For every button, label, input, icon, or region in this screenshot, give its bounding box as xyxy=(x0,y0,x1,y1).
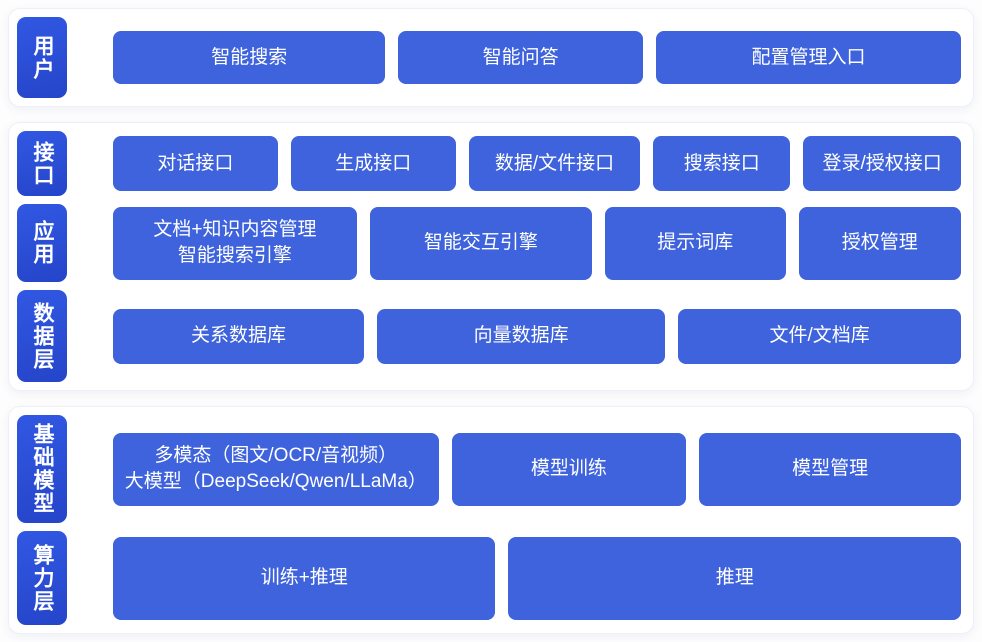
model-compute-card: 基础模型 多模态（图文/OCR/音视频） 大模型（DeepSeek/Qwen/L… xyxy=(8,406,974,634)
tab-foundation-model-layer: 基础模型 xyxy=(17,415,67,523)
user-layer-card: 用户 智能搜索 智能问答 配置管理入口 xyxy=(8,8,974,107)
layer-row-interface: 接口 对话接口 生成接口 数据/文件接口 搜索接口 登录/授权接口 xyxy=(17,131,961,196)
tab-data-layer: 数据层 xyxy=(17,290,67,382)
node-intelligent-search: 智能搜索 xyxy=(113,31,386,84)
layer-row-application: 应用 文档+知识内容管理 智能搜索引擎 智能交互引擎 提示词库 授权管理 xyxy=(17,204,961,282)
node-config-management-entry: 配置管理入口 xyxy=(655,31,961,84)
tab-user-layer: 用户 xyxy=(17,17,67,98)
node-dialog-api: 对话接口 xyxy=(113,136,278,191)
node-multimodal-llm: 多模态（图文/OCR/音视频） 大模型（DeepSeek/Qwen/LLaMa） xyxy=(113,432,439,506)
node-authorization-management: 授权管理 xyxy=(798,206,961,280)
node-generation-api: 生成接口 xyxy=(290,136,456,191)
foundation-model-nodes: 多模态（图文/OCR/音视频） 大模型（DeepSeek/Qwen/LLaMa）… xyxy=(113,432,961,506)
node-relational-database: 关系数据库 xyxy=(113,308,364,364)
node-login-auth-api: 登录/授权接口 xyxy=(803,136,961,191)
node-training-inference: 训练+推理 xyxy=(113,536,496,620)
node-model-training: 模型训练 xyxy=(451,432,687,506)
node-data-file-api: 数据/文件接口 xyxy=(468,136,641,191)
node-file-document-store: 文件/文档库 xyxy=(678,308,961,364)
compute-layer-nodes: 训练+推理 推理 xyxy=(113,536,961,620)
tab-interface-layer: 接口 xyxy=(17,131,67,196)
node-prompt-library: 提示词库 xyxy=(604,206,786,280)
user-layer-nodes: 智能搜索 智能问答 配置管理入口 xyxy=(113,31,961,84)
node-vector-database: 向量数据库 xyxy=(377,308,666,364)
interface-layer-nodes: 对话接口 生成接口 数据/文件接口 搜索接口 登录/授权接口 xyxy=(113,136,961,191)
node-intelligent-interaction-engine: 智能交互引擎 xyxy=(369,206,592,280)
application-layer-nodes: 文档+知识内容管理 智能搜索引擎 智能交互引擎 提示词库 授权管理 xyxy=(113,206,961,280)
node-intelligent-qa: 智能问答 xyxy=(398,31,643,84)
layer-row-compute: 算力层 训练+推理 推理 xyxy=(17,531,961,625)
node-model-management: 模型管理 xyxy=(699,432,961,506)
node-inference: 推理 xyxy=(508,536,961,620)
middle-layers-card: 接口 对话接口 生成接口 数据/文件接口 搜索接口 登录/授权接口 应用 文档+… xyxy=(8,122,974,391)
layer-row-user: 用户 智能搜索 智能问答 配置管理入口 xyxy=(17,17,961,98)
tab-application-layer: 应用 xyxy=(17,204,67,282)
tab-compute-layer: 算力层 xyxy=(17,531,67,625)
node-search-api: 搜索接口 xyxy=(653,136,791,191)
layer-row-data: 数据层 关系数据库 向量数据库 文件/文档库 xyxy=(17,290,961,382)
node-doc-knowledge-search-engine: 文档+知识内容管理 智能搜索引擎 xyxy=(113,206,357,280)
layer-row-foundation-model: 基础模型 多模态（图文/OCR/音视频） 大模型（DeepSeek/Qwen/L… xyxy=(17,415,961,523)
data-layer-nodes: 关系数据库 向量数据库 文件/文档库 xyxy=(113,308,961,364)
